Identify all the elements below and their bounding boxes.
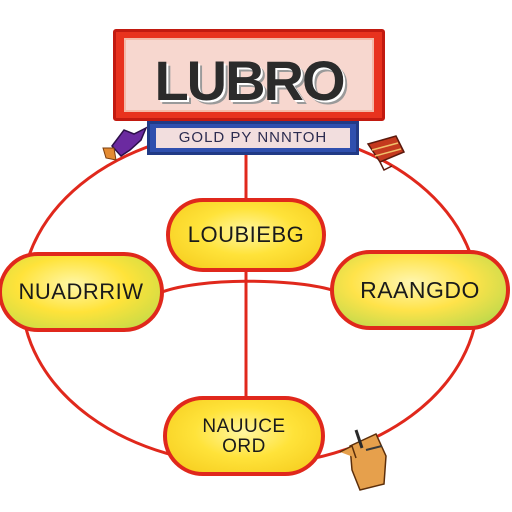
node-bottom: NAUUCE ORD bbox=[163, 396, 325, 476]
hand-holding-pen-icon bbox=[339, 429, 387, 491]
node-left-label: NUADRRIW bbox=[18, 279, 144, 304]
header-logo-box: LUBRO bbox=[113, 29, 385, 121]
header-title: LUBRO bbox=[154, 49, 345, 112]
node-left: NUADRRIW bbox=[0, 252, 164, 332]
header-logo-inner: LUBRO bbox=[124, 38, 374, 112]
node-top-label: LOUBIEBG bbox=[187, 222, 305, 247]
header-subtitle: GOLD PY NNNTOH bbox=[156, 128, 350, 148]
node-right: RAANGDO bbox=[330, 250, 510, 330]
header-subtitle-bar: GOLD PY NNNTOH bbox=[147, 121, 359, 155]
red-basket-icon bbox=[366, 135, 406, 172]
node-bottom-label: NAUUCE ORD bbox=[167, 400, 321, 457]
purple-hand-icon bbox=[102, 126, 148, 161]
node-bottom-label-line1: NAUUCE bbox=[202, 416, 286, 437]
node-bottom-label-line2: ORD bbox=[222, 436, 266, 457]
node-right-label: RAANGDO bbox=[360, 277, 480, 303]
node-top: LOUBIEBG bbox=[166, 198, 326, 272]
